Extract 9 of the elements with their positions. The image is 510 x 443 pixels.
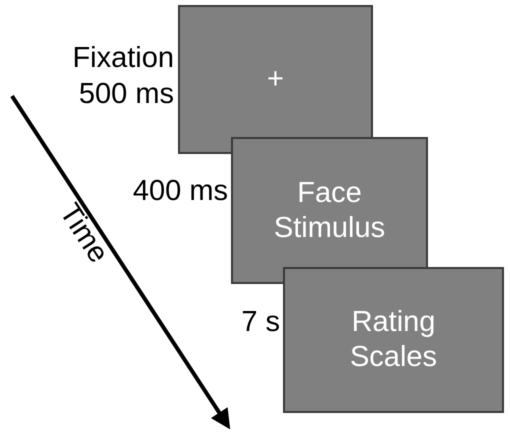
screen-box — [178, 5, 373, 154]
duration-label: 400 ms — [132, 174, 228, 209]
duration-label: Fixation 500 ms — [71, 41, 174, 112]
duration-label: 7 s — [240, 305, 280, 340]
screen-text: Rating Scales — [348, 305, 438, 375]
screen-box — [231, 137, 428, 284]
screen-text: Face Stimulus — [272, 176, 386, 246]
screen-text: + — [267, 62, 284, 97]
screen-box — [283, 267, 504, 413]
